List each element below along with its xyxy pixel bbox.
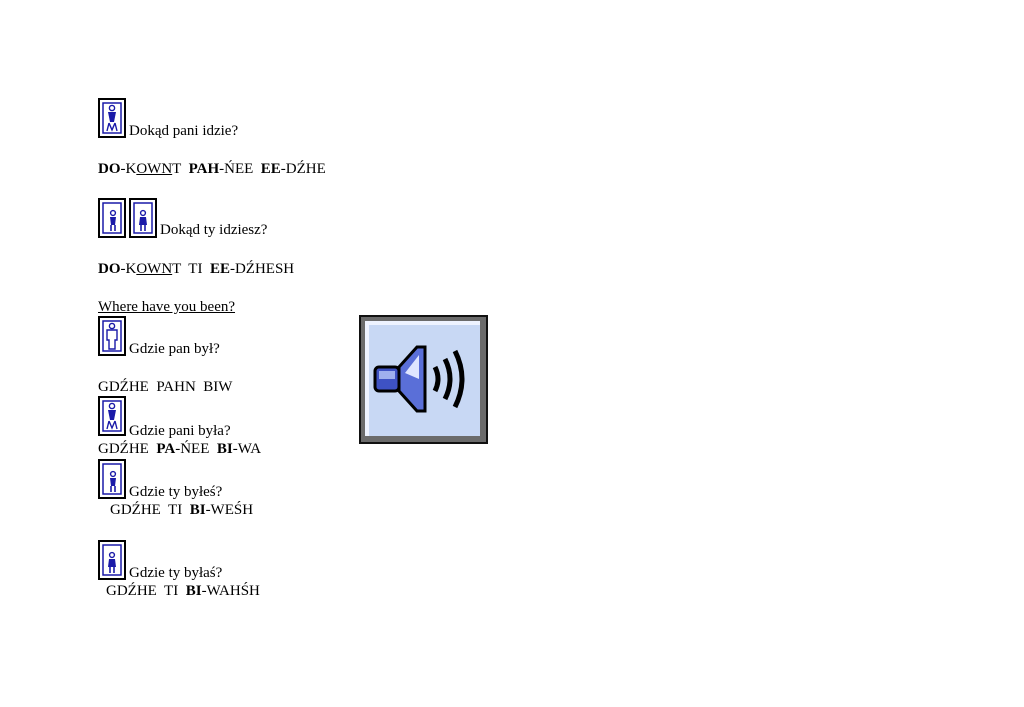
boy-icon [98,198,126,238]
woman-icon [98,98,126,138]
pronunciation-part: DO [98,261,121,277]
pronunciation-part: T TI [172,261,210,277]
pronunciation-part: GDŹHE TI [110,502,190,518]
pronunciation-part: -K [120,261,137,277]
pronunciation-part: -ŃEE [175,441,217,457]
man-icon [98,316,126,356]
polish-question-6: Gdzie ty byłaś? [129,565,223,581]
pronunciation-3: GDŹHE PAHN BIW [98,379,232,396]
speaker-icon[interactable] [359,315,488,444]
polish-question-5: Gdzie ty byłeś? [129,484,223,500]
pronunciation-part: -WAHŚH [201,583,260,599]
pronunciation-part: GDŹHE TI [106,583,186,599]
boy-icon [98,459,126,499]
polish-question-2: Dokąd ty idziesz? [160,222,268,238]
section-heading: Where have you been? [98,299,236,315]
pronunciation-part: -K [120,161,137,177]
pronunciation-part: -WA [232,441,262,457]
girl-icon [129,198,157,238]
pronunciation-part: GDŹHE PAHN BIW [98,379,233,395]
woman-icon [98,396,126,436]
polish-question-4: Gdzie pani była? [129,423,231,439]
pronunciation-part: BI [189,502,206,518]
pronunciation-part: OWN [136,161,173,177]
pronunciation-part: PA [156,441,176,457]
pronunciation-1: DO-KOWNT PAH-ŃEE EE-DŹHE [98,161,326,178]
pronunciation-5: GDŹHE TI BI-WEŚH [110,502,253,519]
polish-question-1: Dokąd pani idzie? [129,123,239,139]
pronunciation-part: GDŹHE [98,441,157,457]
pronunciation-part: PAH [188,161,220,177]
pronunciation-part: EE [209,261,230,277]
pronunciation-part: -WEŚH [205,502,254,518]
pronunciation-part: BI [185,583,202,599]
pronunciation-6: GDŹHE TI BI-WAHŚH [106,583,260,600]
pronunciation-4: GDŹHE PA-ŃEE BI-WA [98,441,261,458]
pronunciation-2: DO-KOWNT TI EE-DŹHESH [98,261,294,278]
pronunciation-part: -DŹHE [280,161,326,177]
pronunciation-part: EE [260,161,281,177]
pronunciation-part: T [172,161,189,177]
polish-question-3: Gdzie pan był? [129,341,220,357]
girl-icon [98,540,126,580]
pronunciation-part: BI [216,441,233,457]
pronunciation-part: DO [98,161,121,177]
pronunciation-part: -DŹHESH [229,261,295,277]
pronunciation-part: -ŃEE [219,161,261,177]
pronunciation-part: OWN [136,261,173,277]
